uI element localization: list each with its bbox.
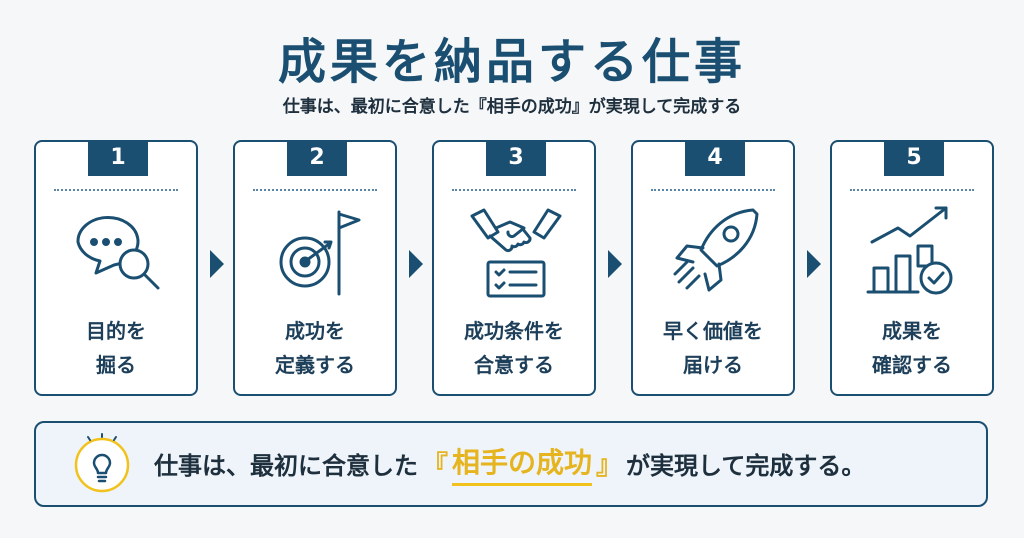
dotted-divider [54,189,178,191]
step-card-5: 5 成果を 確認する [830,139,994,396]
rocket-icon [665,202,765,302]
dotted-divider [850,189,974,191]
arrow-right-icon [608,250,622,278]
close-bracket: 』 [596,451,623,481]
step-number: 1 [88,139,148,176]
lightbulb-icon [72,433,132,493]
step-card-4: 4 早く価値を 届ける [631,139,795,396]
summary-banner: 仕事は、最初に合意した 『 相手の成功 』 が実現して完成する。 [34,421,988,507]
open-bracket: 『 [422,451,449,481]
page-title: 成果を納品する仕事 [277,34,746,90]
step-card-3: 3 成功条件を 合意する [432,139,596,396]
process-steps: 1 目的を 掘る 2 [34,139,994,398]
highlight-text: 相手の成功 [452,441,593,486]
target-flag-icon [267,202,367,302]
step-card-2: 2 成功を 定義する [233,139,397,396]
step-number: 2 [287,139,347,176]
step-label: 成功条件を 合意する [464,319,564,377]
step-label: 目的を 掘る [86,319,146,377]
arrow-right-icon [807,250,821,278]
growth-chart-check-icon [864,202,964,302]
step-number: 3 [486,139,546,176]
step-label: 成功を 定義する [275,319,355,377]
dotted-divider [452,189,576,191]
dotted-divider [253,189,377,191]
step-card-1: 1 目的を 掘る [34,139,198,396]
step-number: 4 [685,139,745,176]
arrow-right-icon [210,250,224,278]
chat-search-icon [68,202,168,302]
step-label: 成果を 確認する [872,319,952,377]
dotted-divider [651,189,775,191]
step-number: 5 [884,139,944,176]
step-label: 早く価値を 届ける [663,319,763,377]
page-subtitle: 仕事は、最初に合意した『相手の成功』が実現して完成する [282,97,742,117]
arrow-right-icon [409,250,423,278]
handshake-checklist-icon [466,202,566,302]
summary-text: 仕事は、最初に合意した 『 相手の成功 』 が実現して完成する。 [154,423,865,504]
